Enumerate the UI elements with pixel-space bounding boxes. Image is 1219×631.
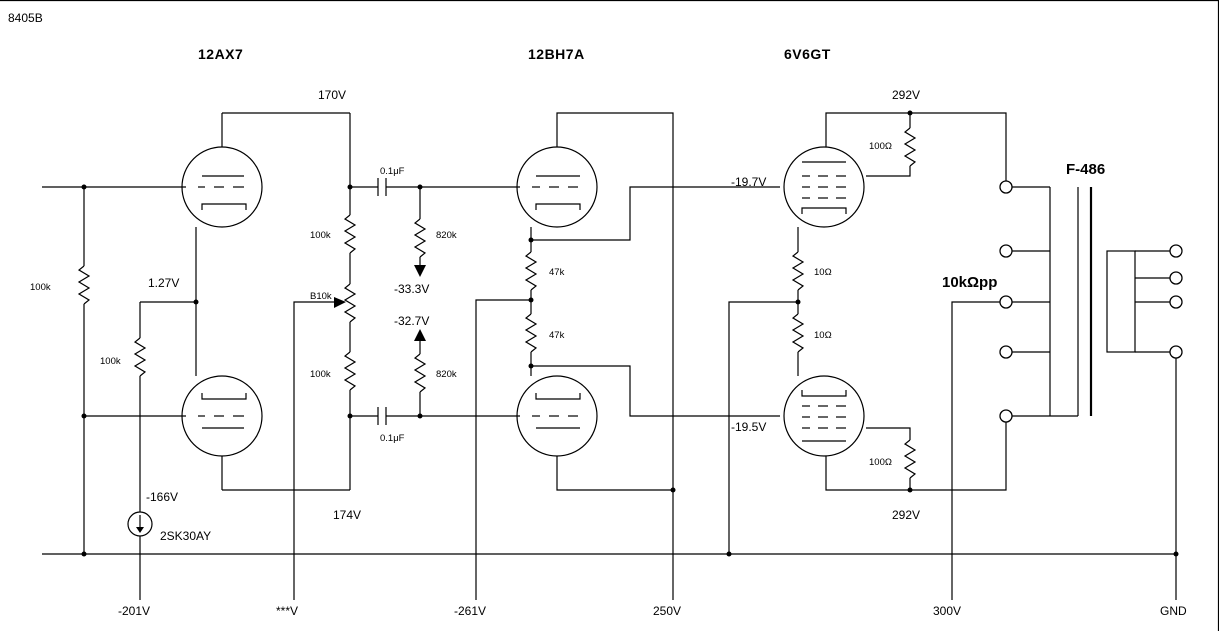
r-g2-bot-label: 100Ω [869, 457, 892, 468]
drive-wire-top [531, 186, 780, 241]
transformer-impedance: 10kΩpp [942, 274, 997, 291]
rail-label: -261V [454, 604, 486, 618]
tube-12bh7a-upper [516, 146, 598, 228]
resistor-cath-bot [524, 313, 538, 353]
r-grid-top-label: 820k [436, 230, 457, 241]
r-input-label: 100k [30, 282, 51, 293]
wire-b-plus-300 [951, 301, 1006, 600]
resistor-g2-top [903, 127, 917, 167]
r-tail-label: 100k [100, 356, 121, 367]
secondary-winding [1106, 250, 1136, 353]
terminal [999, 295, 1013, 309]
terminal [1169, 345, 1183, 359]
terminal [999, 244, 1013, 258]
wire-screen-top [866, 166, 911, 177]
tube-6v6gt-lower [783, 375, 865, 457]
bias-arrow-down [414, 265, 426, 277]
resistor-plate-top [343, 214, 357, 254]
cap-bot-label: 0.1μF [380, 433, 405, 444]
r-ct-bot-label: 10Ω [814, 330, 832, 341]
r-g2-top-label: 100Ω [869, 141, 892, 152]
terminal [999, 345, 1013, 359]
wire-plate-top [825, 112, 1007, 187]
cap-top-label: 0.1μF [380, 166, 405, 177]
terminal [1169, 271, 1183, 285]
junction [726, 551, 732, 557]
v-neg333: -33.3V [394, 282, 429, 296]
junction [417, 413, 423, 419]
wire-cathode-ground [728, 301, 798, 554]
r-plate-bot-label: 100k [310, 369, 331, 380]
resistor-grid-bot [413, 353, 427, 393]
rail-label: GND [1160, 604, 1187, 618]
tube-label-12ax7: 12AX7 [198, 46, 243, 62]
terminal [1169, 244, 1183, 258]
diagram-id: 8405B [8, 11, 43, 25]
rail-label: -201V [118, 604, 150, 618]
v-292-top: 292V [892, 88, 920, 102]
v-170: 170V [318, 88, 346, 102]
v-174: 174V [333, 508, 361, 522]
wire-b-plus-250 [556, 112, 674, 600]
rail-label: ***V [276, 604, 298, 618]
tube-6v6gt-upper [783, 146, 865, 228]
r-ct-top-label: 10Ω [814, 267, 832, 278]
wire-vr-supply [293, 301, 336, 600]
v-neg197: -19.7V [731, 175, 766, 189]
tube-12bh7a-lower [516, 375, 598, 457]
tube-label-6v6gt: 6V6GT [784, 46, 831, 62]
bias-arrow-up [414, 329, 426, 341]
resistor-g2-bot [903, 439, 917, 479]
r-plate-top-label: 100k [310, 230, 331, 241]
rail-label: 250V [653, 604, 681, 618]
v-1-27: 1.27V [148, 276, 179, 290]
terminal [1169, 295, 1183, 309]
wire-screen-bot [866, 427, 911, 440]
terminal [999, 409, 1013, 423]
rail-label: 300V [933, 604, 961, 618]
arrow-head [136, 527, 144, 533]
vr-balance [343, 283, 357, 323]
resistor-ct-top [791, 251, 805, 291]
r-grid-bot-label: 820k [436, 369, 457, 380]
resistor-grid-top [413, 218, 427, 258]
transformer-name: F-486 [1066, 161, 1105, 178]
v-neg166: -166V [146, 490, 178, 504]
resistor-input [77, 265, 91, 305]
junction [81, 551, 87, 557]
r-cath-bot-label: 47k [549, 330, 565, 341]
fet-label: 2SK30AY [160, 529, 211, 543]
resistor-cath-top [524, 251, 538, 291]
tube-12ax7-lower [181, 375, 263, 457]
wire [556, 456, 673, 491]
resistor-plate-bot [343, 351, 357, 391]
resistor-ct-bot [791, 313, 805, 353]
v-neg327: -32.7V [394, 314, 429, 328]
v-neg195: -19.5V [731, 420, 766, 434]
r-cath-top-label: 47k [549, 267, 565, 278]
terminal [999, 180, 1013, 194]
vr-label: B10k [310, 291, 332, 302]
wire-plate-bot [825, 416, 1007, 491]
tube-label-12bh7a: 12BH7A [528, 46, 585, 62]
drive-wire-bot [531, 365, 780, 417]
tube-12ax7-upper [181, 146, 263, 228]
vr-wiper-arrow [334, 297, 346, 308]
junction [670, 487, 676, 493]
junction [1173, 551, 1179, 557]
resistor-tail [133, 337, 147, 377]
wire-neg261 [475, 299, 531, 600]
v-292-bot: 292V [892, 508, 920, 522]
